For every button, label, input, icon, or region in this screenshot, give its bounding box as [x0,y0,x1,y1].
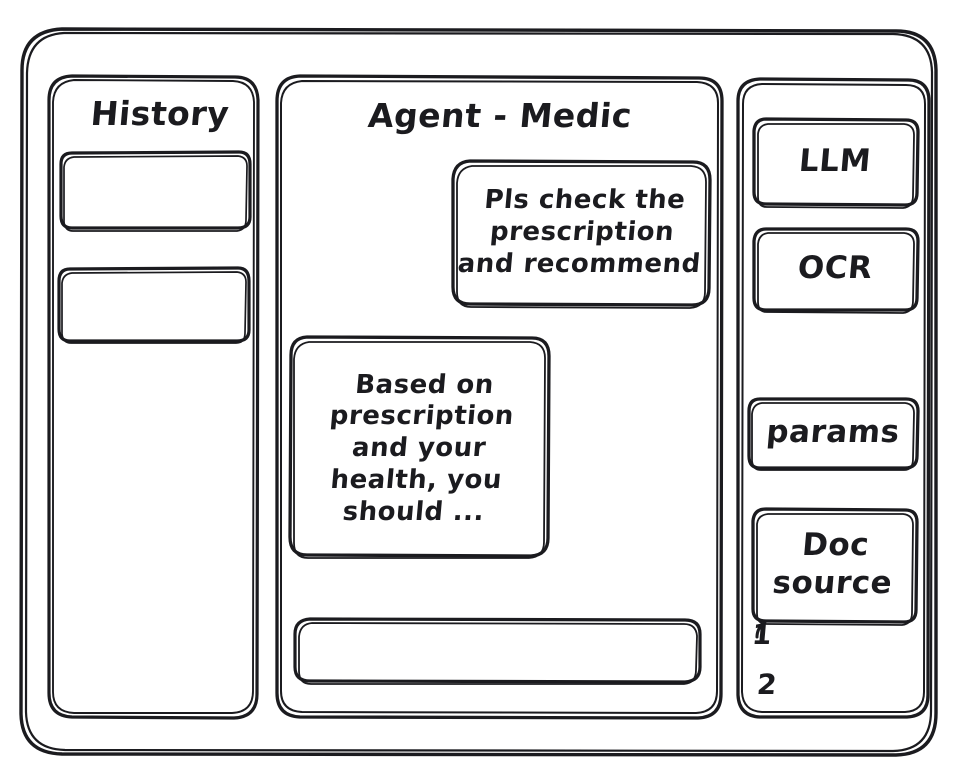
chat-message-assistant: Based on prescription and your health, y… [328,369,516,527]
tool-card-llm[interactable]: LLM [797,142,873,179]
tool-card-ocr[interactable]: OCR [796,250,874,287]
tool-card-params[interactable]: params [764,414,902,451]
history-panel-title: History [89,94,231,133]
message-input[interactable] [295,618,700,682]
history-item[interactable] [58,268,248,342]
doc-source-item-2[interactable]: 2 [755,668,779,701]
chat-message-user: Pls check the prescription and recommend [456,185,703,279]
chat-panel-title: Agent - Medic [366,96,634,135]
doc-source-item-1[interactable]: 1 [750,618,774,651]
tool-card-doc-source[interactable]: Doc source [771,527,894,601]
history-item[interactable] [60,152,250,228]
